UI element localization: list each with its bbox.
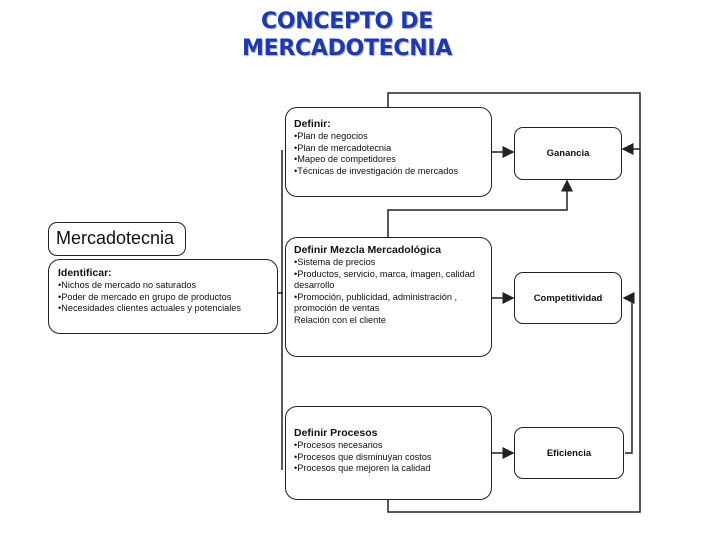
competitividad-label: Competitividad bbox=[533, 292, 603, 304]
procesos-item: •Procesos que disminuyan costos bbox=[294, 451, 432, 462]
eficiencia-label: Eficiencia bbox=[546, 447, 592, 459]
loop-mezcla-ganancia bbox=[387, 179, 573, 237]
identificar-item: •Necesidades clientes actuales y potenci… bbox=[58, 303, 241, 314]
page-title: CONCEPTO DE MERCADOTECNIA bbox=[222, 8, 472, 62]
mezcla-item: Relación con el cliente bbox=[294, 314, 386, 325]
procesos-heading: Definir Procesos bbox=[294, 427, 378, 439]
mezcla-heading: Definir Mezcla Mercadológica bbox=[294, 244, 442, 256]
mezcla-item: •Promoción, publicidad, administración , bbox=[294, 291, 458, 302]
identificar-item: •Poder de mercado en grupo de productos bbox=[58, 291, 232, 302]
mezcla-box: Definir Mezcla Mercadológica •Sistema de… bbox=[285, 237, 492, 357]
mercadotecnia-label-box: Mercadotecnia bbox=[48, 222, 186, 256]
definir-item: •Mapeo de competidores bbox=[294, 154, 396, 165]
identificar-item: •Nichos de mercado no saturados bbox=[58, 280, 197, 290]
mezcla-item: desarrollo bbox=[294, 280, 335, 291]
competitividad-box: Competitividad bbox=[514, 272, 622, 324]
title-line-2: MERCADOTECNIA bbox=[242, 36, 452, 61]
identificar-box: Identificar: •Nichos de mercado no satur… bbox=[48, 259, 278, 334]
mezcla-item: promoción de ventas bbox=[294, 303, 380, 314]
feedback-bottom-loop bbox=[387, 149, 641, 513]
title-line-1: CONCEPTO DE bbox=[261, 9, 433, 34]
definir-heading: Definir: bbox=[294, 118, 331, 130]
procesos-box: Definir Procesos •Procesos necesarios •P… bbox=[285, 406, 492, 500]
identificar-heading: Identificar: bbox=[58, 267, 112, 279]
procesos-item: •Procesos necesarios bbox=[294, 440, 383, 450]
definir-box: Definir: •Plan de negocios •Plan de merc… bbox=[285, 107, 492, 197]
mercadotecnia-label: Mercadotecnia bbox=[56, 228, 175, 248]
mezcla-item: •Sistema de precios bbox=[294, 257, 376, 267]
ganancia-box: Ganancia bbox=[514, 127, 622, 180]
definir-item: •Plan de mercadotecnia bbox=[294, 142, 392, 153]
ganancia-label: Ganancia bbox=[546, 148, 590, 159]
feedback-top-ganancia bbox=[387, 92, 641, 155]
definir-item: •Plan de negocios bbox=[294, 131, 368, 141]
mezcla-item: •Productos, servicio, marca, imagen, cal… bbox=[294, 268, 475, 279]
definir-item: •Técnicas de investigación de mercados bbox=[294, 165, 459, 176]
procesos-item: •Procesos que mejoren la calidad bbox=[294, 463, 431, 474]
feedback-eficiencia-competitividad bbox=[622, 292, 635, 454]
eficiencia-box: Eficiencia bbox=[514, 427, 624, 479]
